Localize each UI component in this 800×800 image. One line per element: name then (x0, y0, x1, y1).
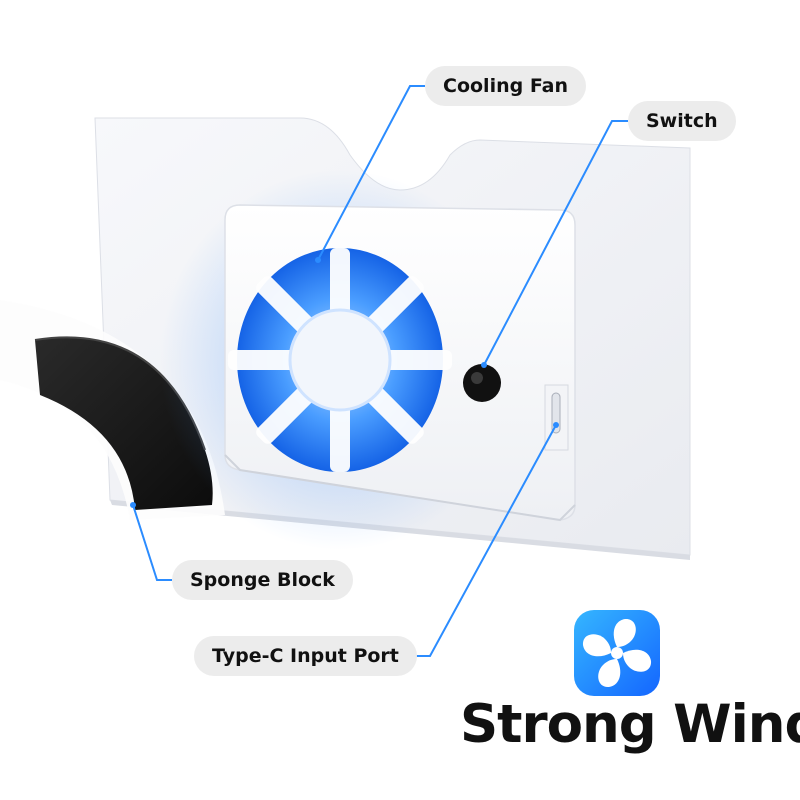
brand-name: Strong Wind (460, 694, 800, 755)
switch-label: Switch (628, 101, 736, 141)
cooling-fan-label: Cooling Fan (425, 66, 587, 106)
type-c-port-label: Type-C Input Port (194, 636, 417, 676)
sponge-block-label: Sponge Block (172, 560, 353, 600)
switch-button (463, 364, 501, 402)
cooling-fan (228, 248, 452, 472)
fan-icon (574, 610, 660, 696)
